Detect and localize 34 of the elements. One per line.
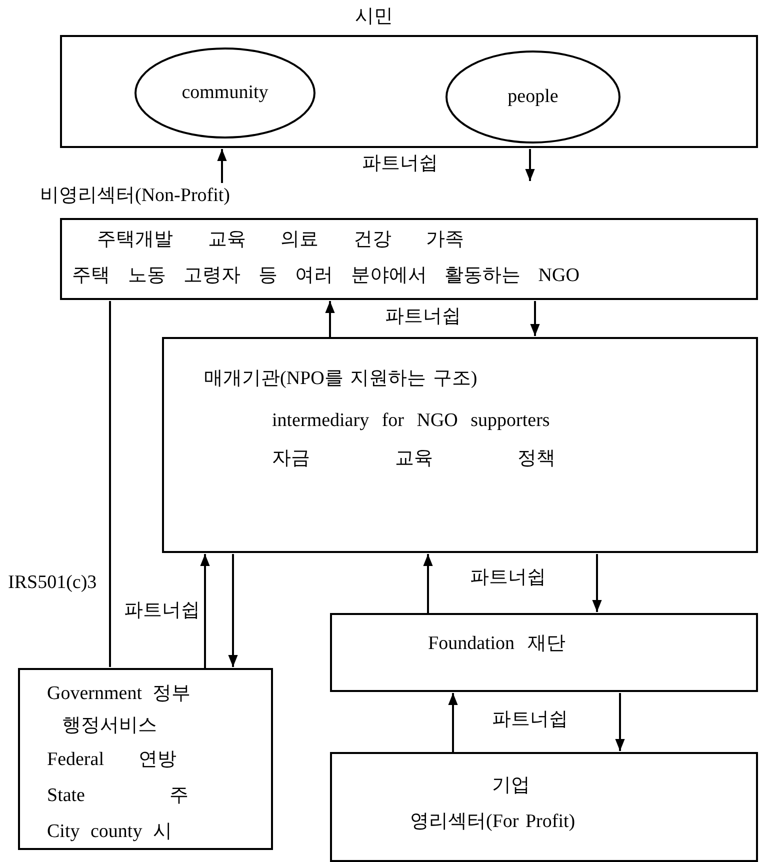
arrow	[228, 554, 238, 667]
text-box	[18, 668, 273, 850]
connector-line	[109, 301, 111, 667]
text-box	[162, 337, 758, 553]
box-text: 기업	[492, 774, 530, 798]
arrow	[592, 554, 602, 612]
arrow	[217, 149, 227, 183]
box-heading: 비영리섹터(Non-Profit)	[40, 184, 230, 208]
arrow	[525, 149, 535, 181]
ellipse	[134, 47, 316, 139]
arrow	[423, 554, 433, 614]
box-text: 자금 교육 정책	[272, 447, 556, 471]
arrow	[530, 301, 540, 336]
box-text: 행정서비스	[62, 714, 157, 738]
box-text: Federal 연방	[47, 748, 177, 772]
box-text: 영리섹터(For Profit)	[410, 810, 576, 834]
ellipse-label: community	[182, 81, 268, 105]
arrow	[200, 554, 210, 669]
box-text: 주택개발 교육 의료 건강 가족	[97, 228, 464, 252]
text-box	[330, 752, 758, 862]
box-text: 매개기관(NPO를 지원하는 구조)	[204, 367, 478, 391]
box-text: Government 정부	[47, 682, 191, 706]
text-box	[330, 613, 758, 692]
arrow	[448, 693, 458, 753]
box-heading: 시민	[355, 5, 393, 29]
arrow	[325, 301, 335, 338]
ellipse	[445, 50, 621, 144]
ellipse-label: people	[508, 85, 558, 109]
box-text: Foundation 재단	[428, 632, 566, 656]
box-text: City county 시	[47, 820, 172, 844]
box-text: 주택 노동 고령자 등 여러 분야에서 활동하는 NGO	[72, 264, 580, 288]
arrow	[615, 693, 625, 751]
box-text: State 주	[47, 784, 189, 808]
box-text: intermediary for NGO supporters	[272, 409, 550, 433]
